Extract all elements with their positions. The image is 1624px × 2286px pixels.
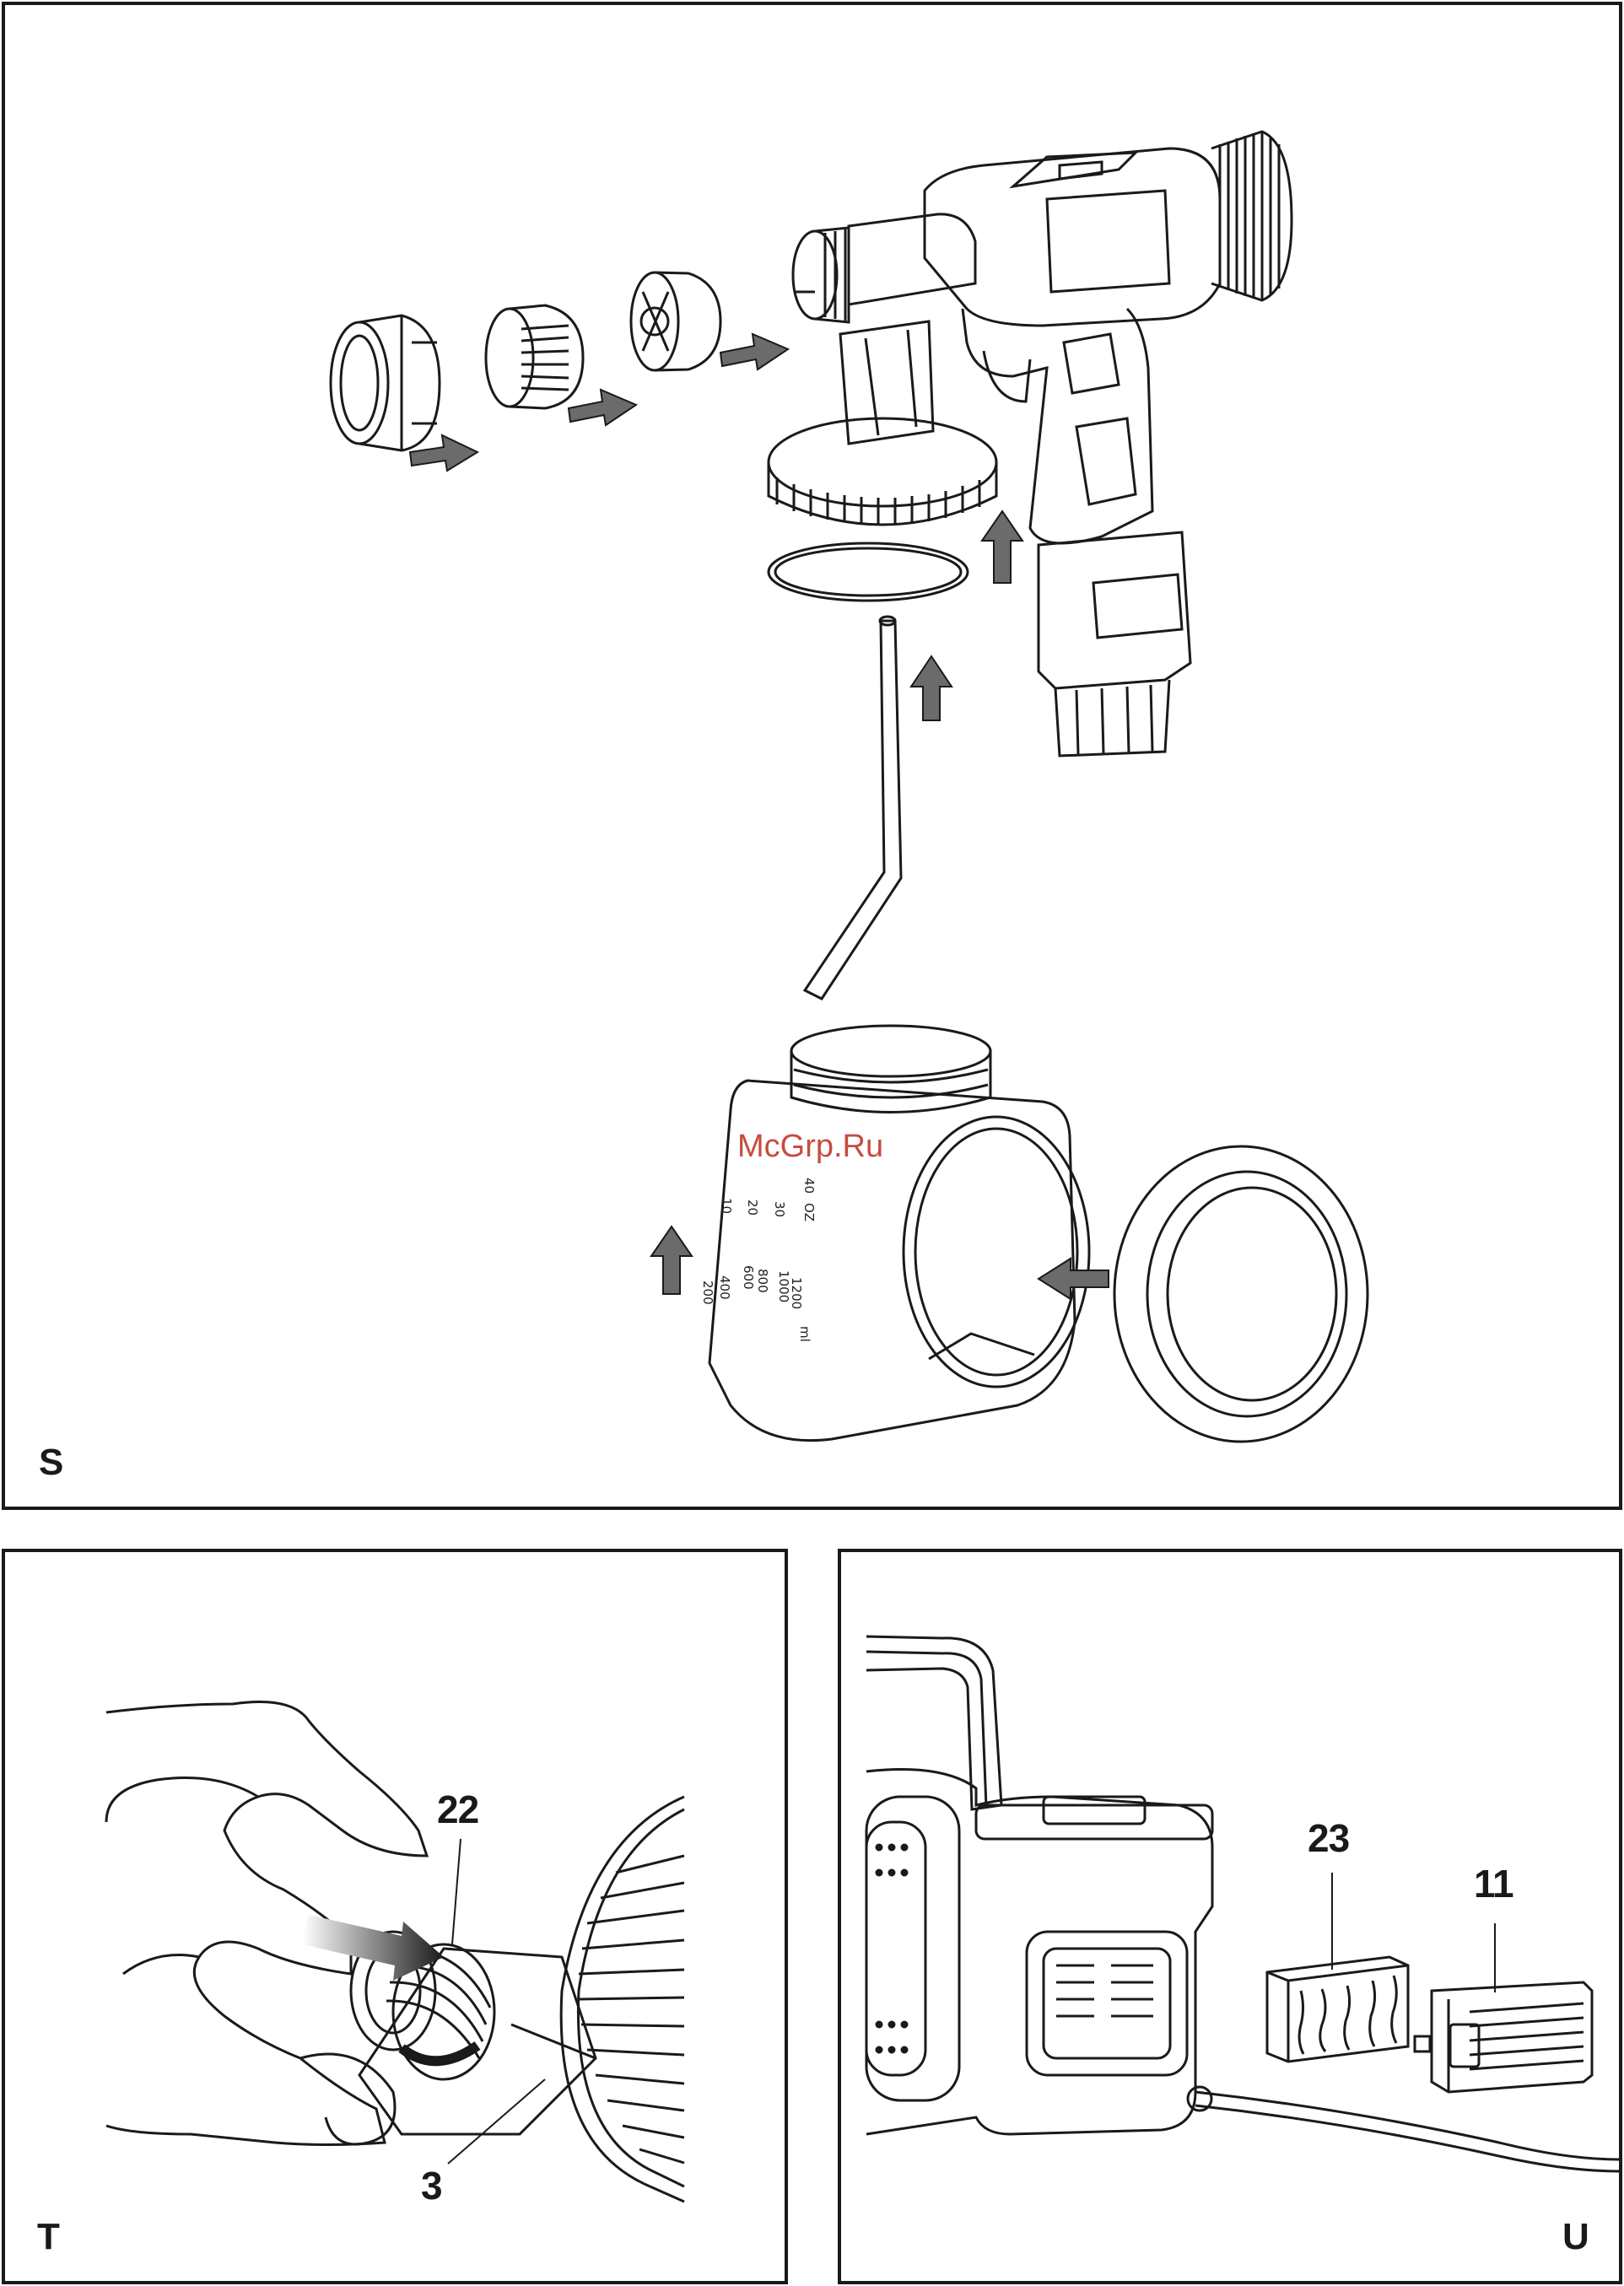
scale-ml-mark: 400 bbox=[718, 1275, 731, 1300]
unit-housing bbox=[866, 1770, 1212, 2135]
scale-oz-mark: 30 bbox=[773, 1201, 785, 1217]
spray-gun-body bbox=[793, 132, 1292, 756]
scale-ml-mark: 800 bbox=[756, 1269, 769, 1293]
filter-foam bbox=[1267, 1957, 1408, 2062]
filter-cover bbox=[1415, 1982, 1592, 2092]
callout-3: 3 bbox=[421, 2166, 442, 2205]
callout-23: 23 bbox=[1308, 1819, 1349, 1857]
arrow-right-icon bbox=[569, 390, 636, 425]
filter-compartment bbox=[1027, 1932, 1187, 2075]
insert-arrow-icon bbox=[302, 1915, 444, 1981]
scale-oz-label: OZ bbox=[802, 1203, 815, 1221]
arrow-up-icon bbox=[911, 656, 952, 720]
arrow-right-icon bbox=[720, 334, 788, 369]
arrow-up-icon bbox=[982, 511, 1022, 583]
suction-tube bbox=[805, 621, 901, 999]
paint-container bbox=[709, 1026, 1089, 1441]
scale-oz-mark: 10 bbox=[720, 1198, 732, 1214]
scale-oz-mark: 20 bbox=[746, 1200, 758, 1216]
callout-11: 11 bbox=[1474, 1864, 1513, 1903]
scale-oz-mark: 40 bbox=[802, 1178, 815, 1194]
scale-ml-mark: 200 bbox=[701, 1280, 714, 1305]
panel-letter-u: U bbox=[1562, 2219, 1589, 2256]
filter-insertion-illustration bbox=[5, 1552, 785, 2281]
air-cap bbox=[486, 305, 583, 408]
grille bbox=[866, 1797, 959, 2100]
filter-compartment-illustration bbox=[841, 1552, 1619, 2281]
o-ring bbox=[769, 543, 968, 601]
hand bbox=[106, 1702, 427, 2145]
panel-u: 23 11 U bbox=[838, 1549, 1622, 2284]
panel-letter-t: T bbox=[37, 2219, 60, 2256]
nozzle-tip bbox=[631, 272, 720, 370]
watermark: McGrp.Ru bbox=[737, 1130, 883, 1162]
container-lid bbox=[1114, 1146, 1368, 1442]
leader-line-22 bbox=[452, 1839, 461, 1944]
nozzle-cap-ring bbox=[331, 315, 440, 450]
scale-ml-mark: 600 bbox=[742, 1265, 754, 1290]
scale-ml-mark: 1000 bbox=[777, 1270, 790, 1302]
panel-s: McGrp.Ru OZ ml 40 30 20 10 1200 1000 800… bbox=[2, 2, 1622, 1510]
exploded-assembly-illustration bbox=[5, 5, 1619, 1507]
panel-t: 22 3 T bbox=[2, 1549, 788, 2284]
callout-22: 22 bbox=[437, 1790, 478, 1829]
pump-stand bbox=[769, 321, 996, 525]
knurled-collar bbox=[561, 1797, 684, 2202]
scale-ml-mark: 1200 bbox=[790, 1277, 802, 1309]
carry-handle bbox=[866, 1636, 1001, 1809]
leader-line-3 bbox=[448, 2079, 545, 2164]
hose bbox=[1195, 2092, 1619, 2159]
scale-ml-label: ml bbox=[798, 1326, 811, 1342]
panel-letter-s: S bbox=[39, 1444, 63, 1481]
arrow-up-icon bbox=[651, 1227, 692, 1294]
